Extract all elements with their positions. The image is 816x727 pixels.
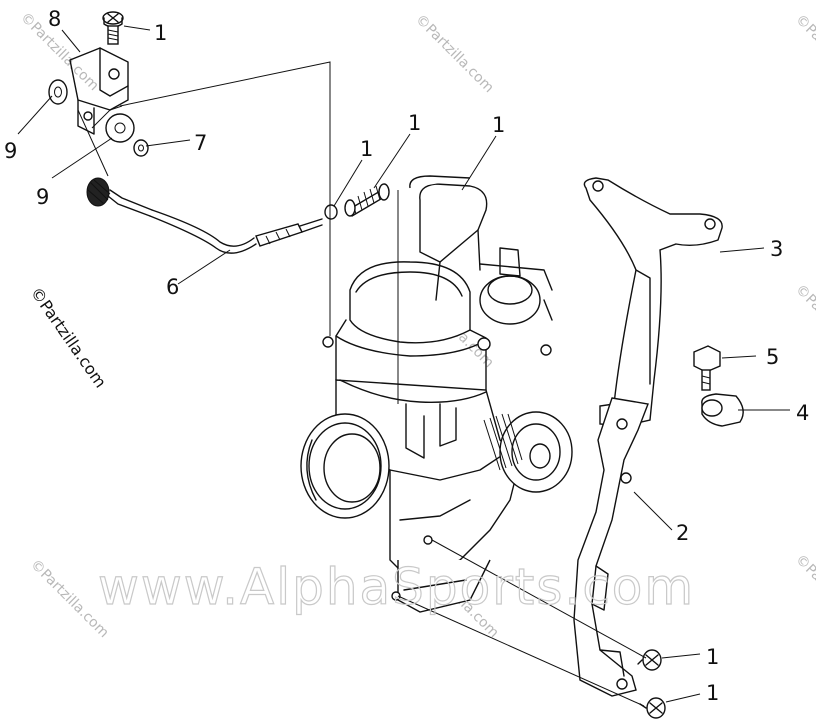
callout-9: 9 bbox=[4, 139, 17, 163]
callout-7: 7 bbox=[194, 131, 207, 155]
partzilla-side-watermark: ©Partzilla.com bbox=[27, 283, 110, 391]
callout-9: 9 bbox=[36, 185, 49, 209]
return-spring bbox=[344, 183, 390, 217]
callout-3: 3 bbox=[770, 237, 783, 261]
hose-clip bbox=[701, 393, 744, 427]
nut bbox=[133, 139, 149, 157]
callout-1: 1 bbox=[706, 645, 719, 669]
cable-bracket bbox=[69, 47, 129, 135]
watermark-stamp: ©Partzilla.com bbox=[792, 282, 816, 367]
bracket-screw bbox=[102, 11, 124, 45]
watermark-stamp: ©Partzilla.com bbox=[412, 12, 497, 97]
bottom-screw bbox=[639, 697, 666, 719]
callout-1: 1 bbox=[408, 111, 421, 135]
callout-6: 6 bbox=[166, 275, 179, 299]
callout-1: 1 bbox=[492, 113, 505, 137]
callout-5: 5 bbox=[766, 345, 779, 369]
callout-1: 1 bbox=[360, 137, 373, 161]
callout-4: 4 bbox=[796, 401, 809, 425]
watermark-stamp: ©Partzilla.com bbox=[792, 552, 816, 637]
cable-bracket-assembly bbox=[48, 11, 149, 157]
carburetor-body bbox=[300, 175, 573, 613]
callout-1: 1 bbox=[154, 21, 167, 45]
throttle-cable bbox=[86, 177, 323, 254]
callout-8: 8 bbox=[48, 7, 61, 31]
bracket-bolt bbox=[693, 345, 721, 391]
washer bbox=[105, 113, 135, 143]
watermark-stamp: ©Partzilla.com bbox=[792, 12, 816, 97]
small-washer bbox=[324, 204, 338, 220]
lower-mounting-bracket bbox=[573, 397, 649, 697]
site-watermark: www.AlphaSports.com bbox=[98, 558, 695, 616]
upper-mounting-bracket bbox=[583, 177, 723, 427]
callout-2: 2 bbox=[676, 521, 689, 545]
callout-1: 1 bbox=[706, 681, 719, 705]
leader-lines bbox=[17, 25, 790, 707]
callout-labels: 1 8 9 7 9 1 1 1 6 3 5 4 2 1 1 bbox=[4, 7, 809, 705]
bottom-screw bbox=[637, 649, 662, 671]
washer bbox=[48, 79, 68, 105]
